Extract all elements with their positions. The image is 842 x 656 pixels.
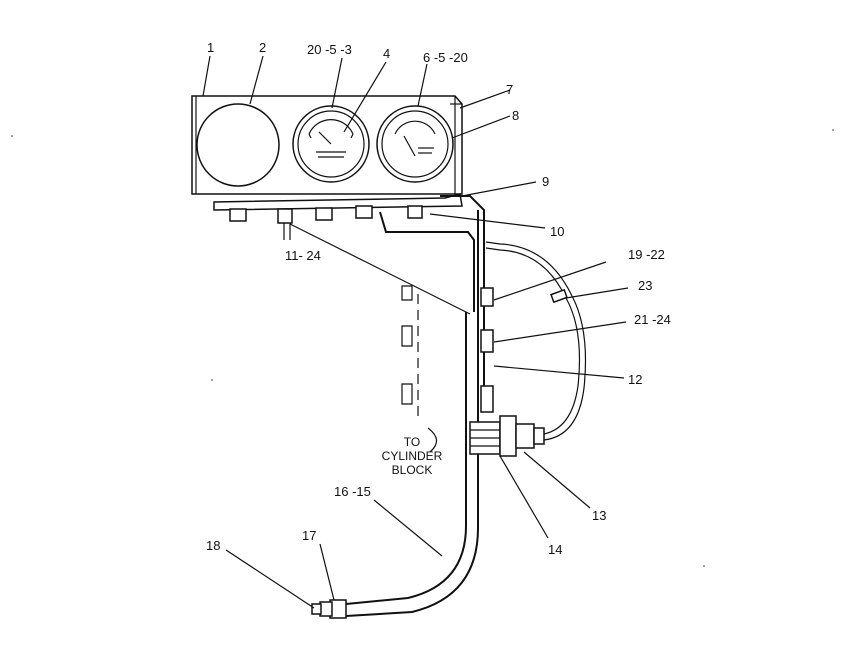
callout-23: 23 xyxy=(638,278,652,293)
callout-20-5-3: 20 -5 -3 xyxy=(307,42,352,57)
blank-plug xyxy=(196,103,280,187)
scan-specks xyxy=(11,129,834,567)
tube-to-cylinder-block xyxy=(345,312,479,617)
callout-19-22: 19 -22 xyxy=(628,247,665,262)
callout-16-15: 16 -15 xyxy=(334,484,371,499)
callout-2: 2 xyxy=(259,40,266,55)
callout-14: 14 xyxy=(548,542,562,557)
gauge-right xyxy=(376,105,454,183)
bracket xyxy=(379,195,494,413)
sender-assembly xyxy=(469,415,545,457)
gauge-left xyxy=(292,105,370,183)
wire-loop xyxy=(485,241,587,441)
callout-11-24: 11- 24 xyxy=(285,248,321,263)
callout-18: 18 xyxy=(206,538,220,553)
engine-outline xyxy=(289,223,471,453)
callout-6-5-20: 6 -5 -20 xyxy=(423,50,468,65)
callout-17: 17 xyxy=(302,528,316,543)
end-fitting xyxy=(311,599,347,619)
mounting-plate xyxy=(213,193,463,240)
callout-9: 9 xyxy=(542,174,549,189)
leader-lines xyxy=(202,55,629,609)
note-line-3: BLOCK xyxy=(392,463,433,477)
note-line-2: CYLINDER xyxy=(382,449,443,463)
callout-21-24: 21 -24 xyxy=(634,312,671,327)
callout-13: 13 xyxy=(592,508,606,523)
callout-4: 4 xyxy=(383,46,390,61)
note-to-cylinder-block: TO CYLINDER BLOCK xyxy=(382,435,443,477)
callout-7: 7 xyxy=(506,82,513,97)
note-line-1: TO xyxy=(404,435,420,449)
callout-8: 8 xyxy=(512,108,519,123)
callout-labels: 1 2 20 -5 -3 4 6 -5 -20 7 8 9 10 11- 24 … xyxy=(206,40,671,557)
callout-10: 10 xyxy=(550,224,564,239)
callout-1: 1 xyxy=(207,40,214,55)
callout-12: 12 xyxy=(628,372,642,387)
